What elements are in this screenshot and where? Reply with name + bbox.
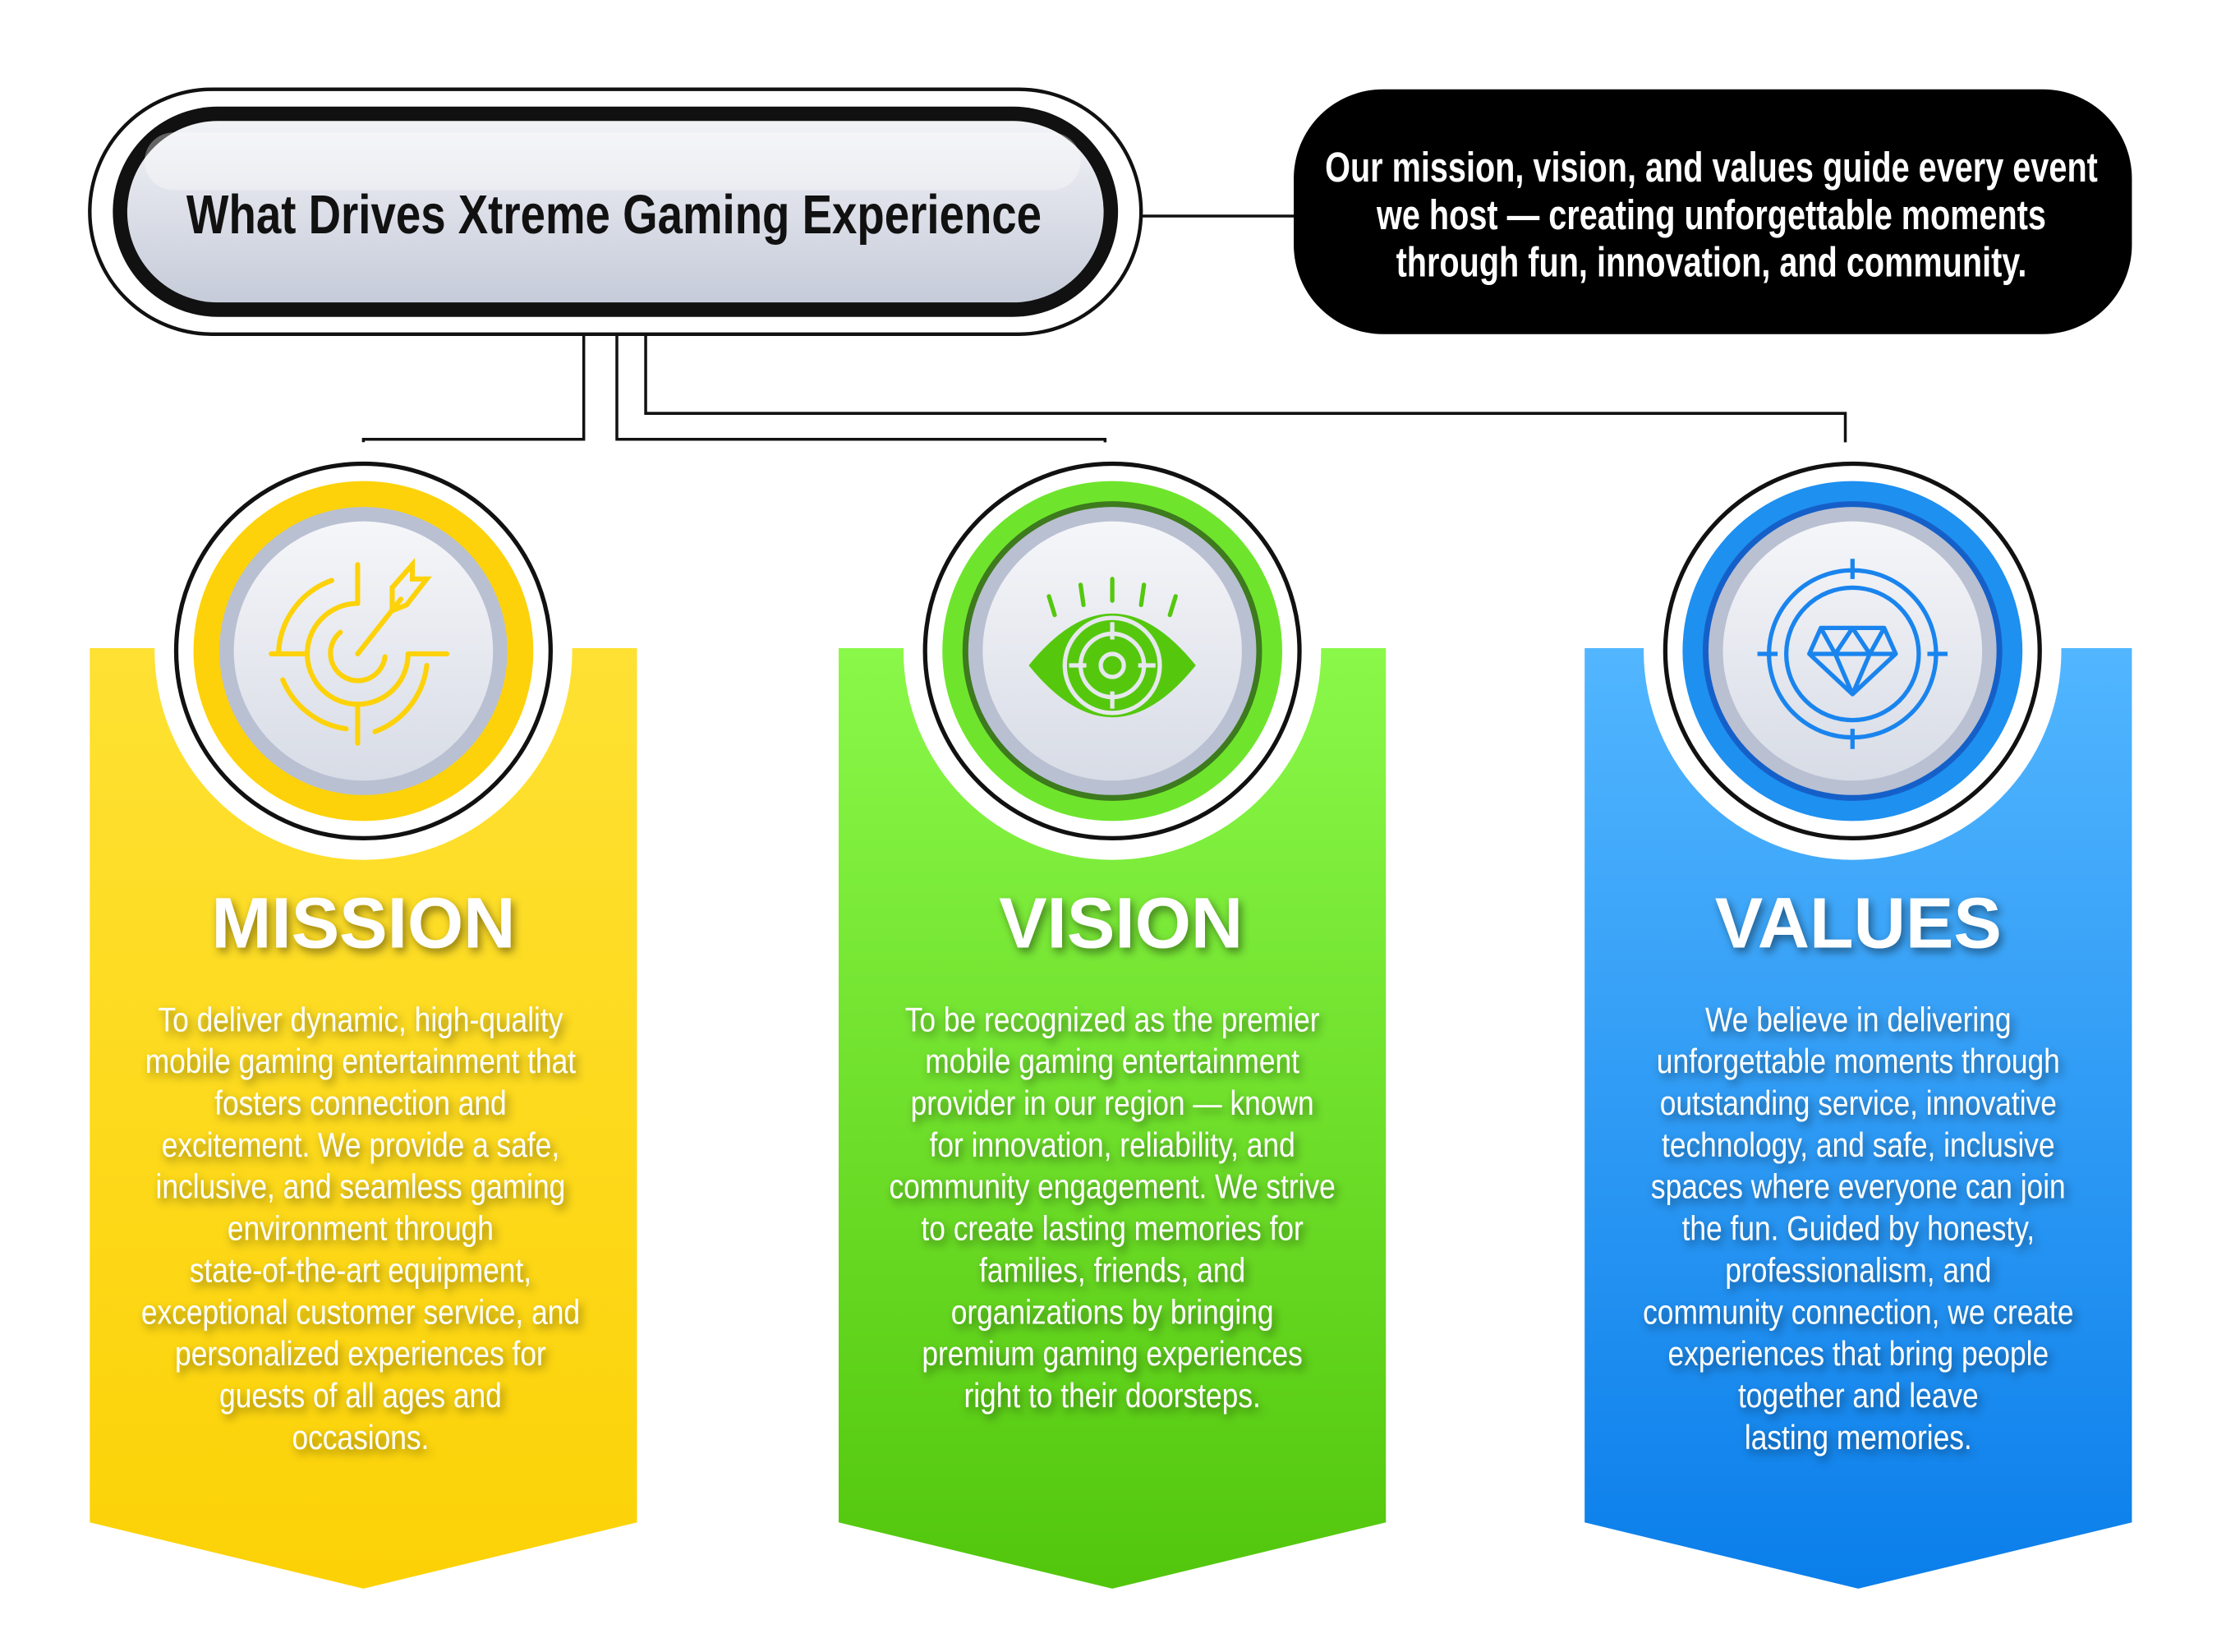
mission-card: MISSION To deliver dynamic, high-quality… (90, 442, 637, 1589)
intro-box: Our mission, vision, and values guide ev… (1294, 89, 2132, 334)
card-text-line: professionalism, and (1725, 1252, 1991, 1291)
card-text-line: environment through (228, 1210, 494, 1249)
card-text-line: for innovation, reliability, and (930, 1126, 1295, 1165)
card-text-line: mobile gaming entertainment that (145, 1042, 577, 1081)
intro-line: through fun, innovation, and community. (1396, 239, 2027, 286)
card-text-line: unforgettable moments through (1657, 1042, 2060, 1081)
card-text-line: We believe in delivering (1705, 1001, 2012, 1040)
card-text-line: To deliver dynamic, high-quality (158, 1001, 563, 1040)
card-text-line: community connection, we create (1643, 1293, 2073, 1332)
diamond-target-icon (1757, 559, 1948, 749)
card-text-line: together and leave (1738, 1377, 1979, 1415)
card-text-line: exceptional customer service, and (141, 1293, 580, 1332)
mission-heading: MISSION (211, 883, 515, 964)
card-text-line: inclusive, and seamless gaming (155, 1168, 565, 1207)
card-text-line: guests of all ages and (219, 1377, 502, 1415)
card-text-line: occasions. (292, 1419, 429, 1457)
vision-card: VISION To be recognized as the premiermo… (839, 442, 1387, 1589)
card-text-line: the fun. Guided by honesty, (1682, 1210, 2035, 1249)
card-text-line: personalized experiences for (175, 1335, 546, 1374)
title-banner: What Drives Xtreme Gaming Experience (88, 87, 1143, 336)
vision-heading: VISION (999, 883, 1243, 964)
target-arrow-icon (269, 558, 450, 746)
card-text-line: families, friends, and (979, 1252, 1245, 1291)
card-text-line: to create lasting memories for (921, 1210, 1303, 1249)
card-text-line: technology, and safe, inclusive (1662, 1126, 2055, 1165)
card-text-line: fosters connection and (214, 1084, 507, 1123)
card-text-line: organizations by bringing (951, 1293, 1274, 1332)
values-heading: VALUES (1715, 883, 2002, 964)
card-text-line: premium gaming experiences (922, 1335, 1302, 1374)
card-text-line: state-of-the-art equipment, (190, 1252, 531, 1291)
values-card: VALUES We believe in deliveringunforgett… (1584, 442, 2132, 1589)
card-text-line: right to their doorsteps. (964, 1377, 1260, 1415)
card-text-line: lasting memories. (1745, 1419, 1972, 1457)
eye-target-icon (1028, 577, 1196, 718)
card-text-line: spaces where everyone can join (1651, 1168, 2066, 1207)
card-text-line: excitement. We provide a safe, (162, 1126, 559, 1165)
page-title: What Drives Xtreme Gaming Experience (186, 184, 1042, 245)
card-text-line: experiences that bring people (1668, 1335, 2049, 1374)
card-text-line: community engagement. We strive (889, 1168, 1335, 1207)
intro-line: Our mission, vision, and values guide ev… (1325, 144, 2098, 191)
card-text-line: outstanding service, innovative (1660, 1084, 2057, 1123)
card-text-line: provider in our region — known (911, 1084, 1314, 1123)
intro-line: we host — creating unforgettable moments (1376, 191, 2046, 238)
card-text-line: mobile gaming entertainment (925, 1042, 1299, 1081)
card-text-line: To be recognized as the premier (905, 1001, 1320, 1040)
